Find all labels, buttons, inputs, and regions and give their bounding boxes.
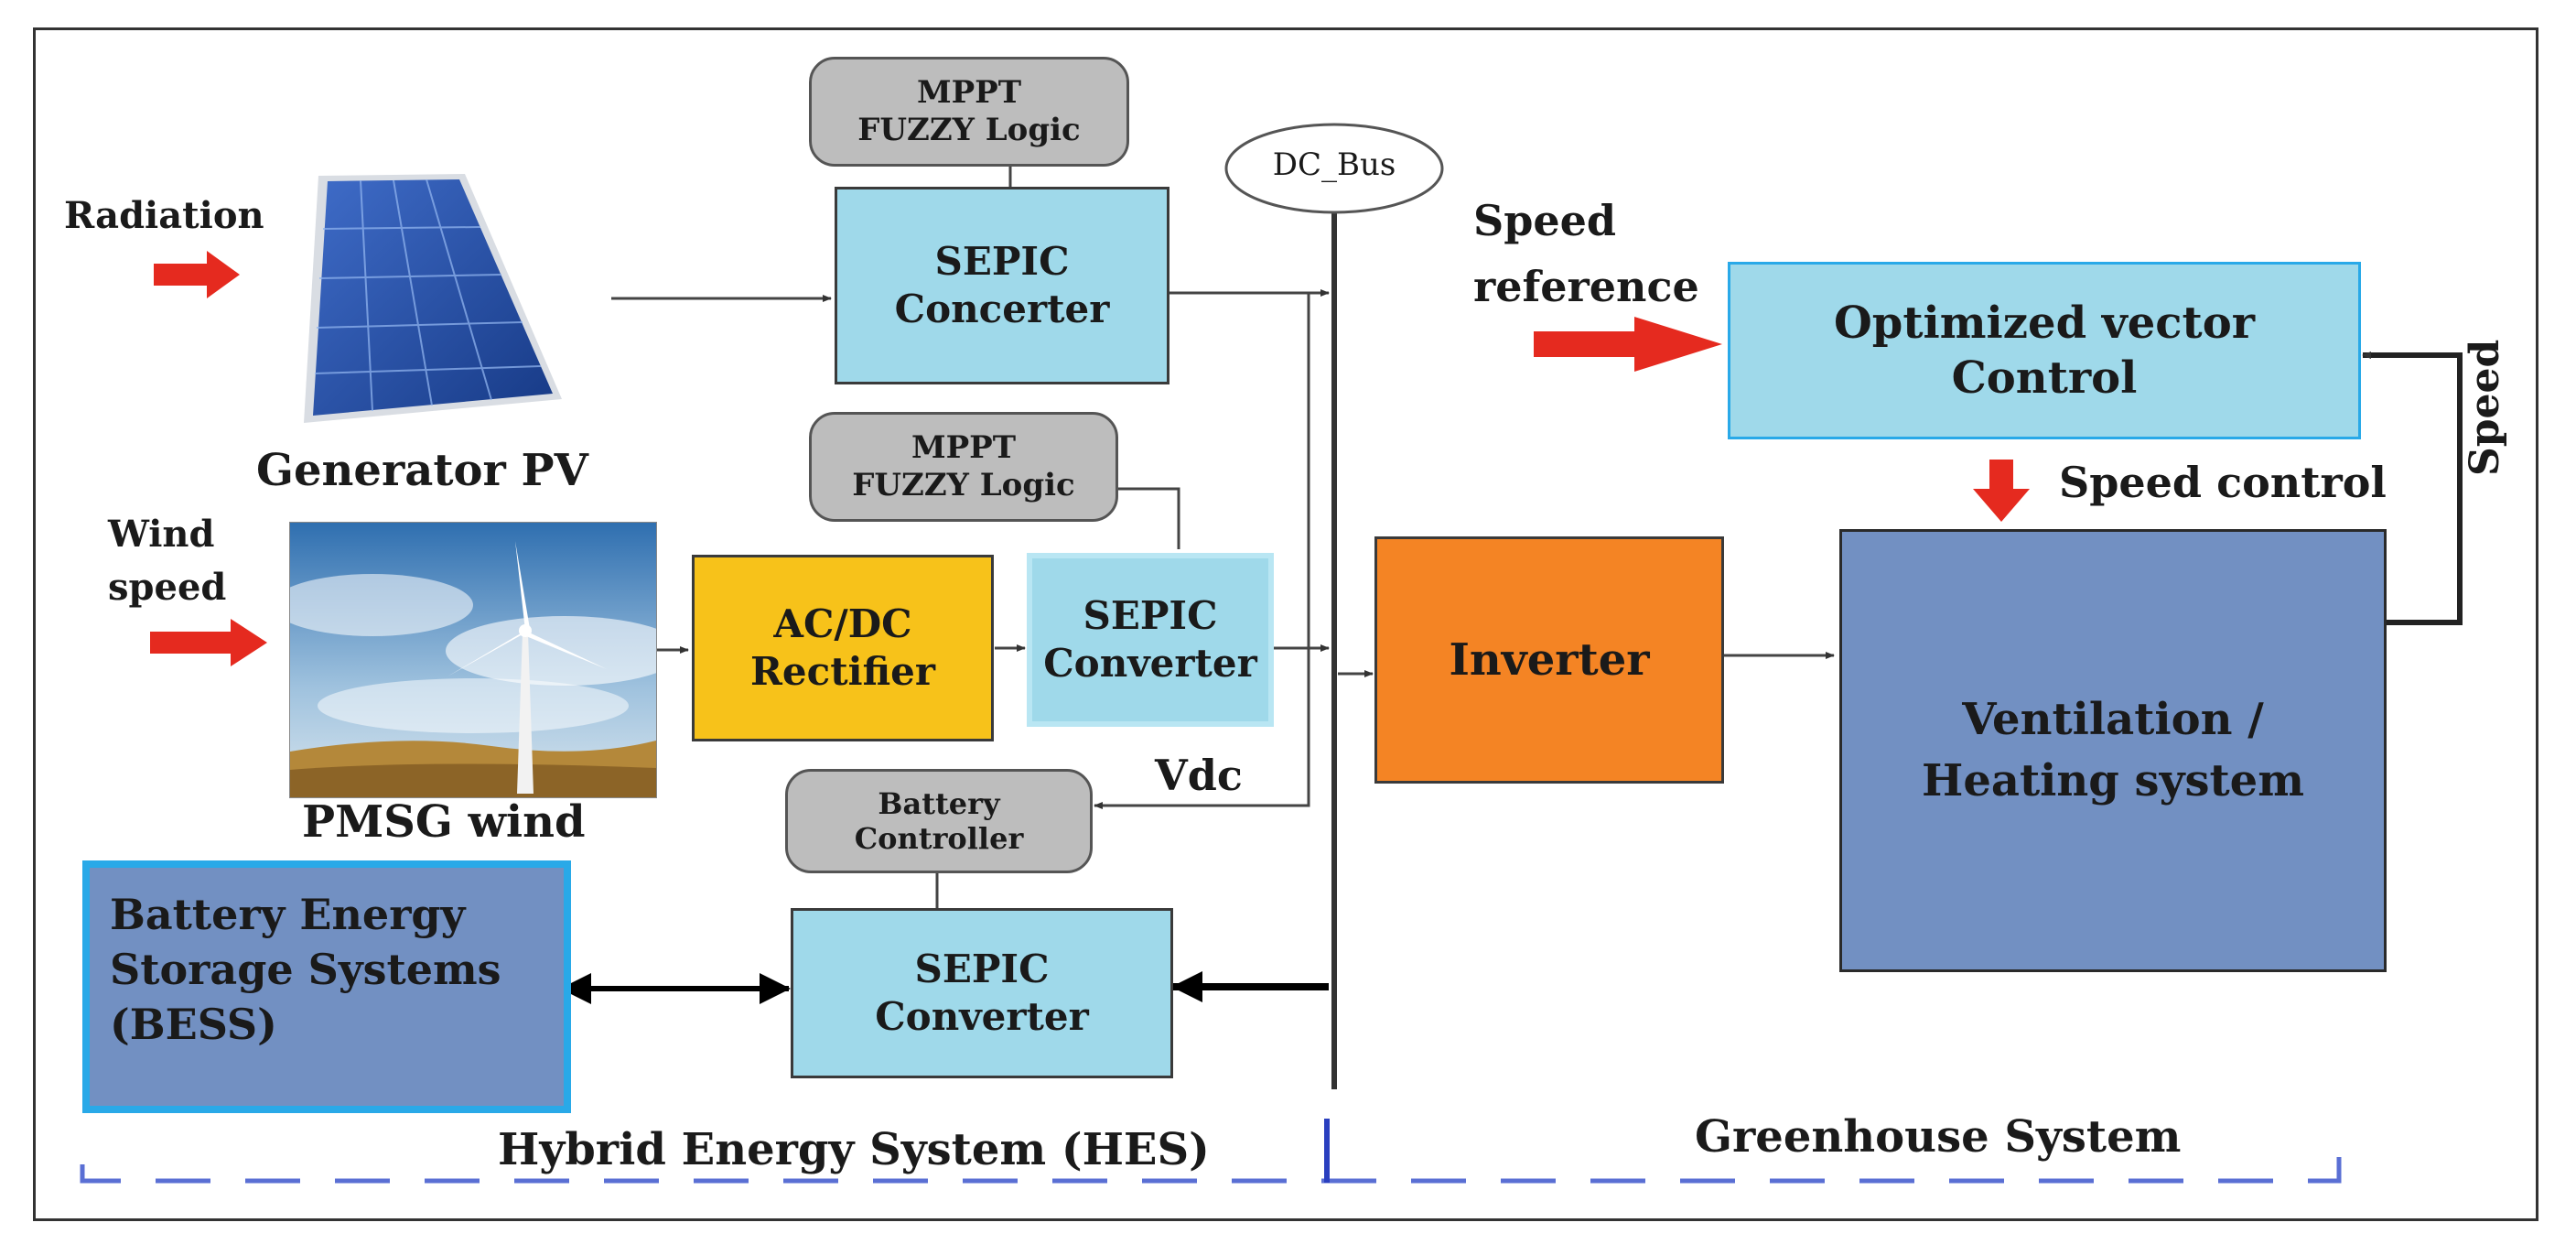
radiation-label: Radiation [64, 194, 264, 237]
bess-line3: (BESS) [110, 999, 277, 1049]
bess-line1: Battery Energy [110, 890, 466, 939]
mppt2-line2: FUZZY Logic [852, 467, 1075, 503]
speed-control-label: Speed control [2059, 458, 2387, 507]
dc-bus-label: DC_Bus [1272, 146, 1396, 183]
bess-block: Battery Energy Storage Systems (BESS) [82, 860, 571, 1113]
solar-panel-icon [304, 174, 562, 423]
wind-turbine-image [289, 522, 657, 798]
sepic2-line2: Converter [1043, 641, 1257, 686]
inverter-block: Inverter [1374, 536, 1724, 784]
hes-section-label: Hybrid Energy System (HES) [498, 1124, 1210, 1175]
sepic-converter-pv: SEPIC Concerter [835, 187, 1169, 384]
generator-pv-label: Generator PV [256, 445, 588, 496]
sepic-converter-battery: SEPIC Converter [791, 908, 1173, 1078]
rectifier-line1: AC/DC [773, 600, 912, 646]
ac-dc-rectifier-block: AC/DC Rectifier [692, 555, 994, 741]
mppt-fuzzy-logic-block-2: MPPT FUZZY Logic [809, 412, 1118, 522]
sepic3-line1: SEPIC [914, 946, 1050, 991]
mppt1-line2: FUZZY Logic [857, 112, 1081, 148]
wind-label: Wind [108, 513, 215, 556]
mppt2-line1: MPPT [911, 429, 1017, 467]
rectifier-line2: Rectifier [750, 649, 935, 694]
greenhouse-section-label: Greenhouse System [1695, 1111, 2182, 1163]
vector-ctrl-line2: Control [1951, 352, 2138, 404]
sepic1-line1: SEPIC [934, 238, 1070, 284]
sepic-converter-wind: SEPIC Converter [1027, 553, 1274, 727]
vdc-label: Vdc [1155, 751, 1243, 800]
battery-controller-block: Battery Controller [785, 769, 1093, 873]
vent-line2: Heating system [1921, 755, 2304, 806]
bess-line2: Storage Systems [110, 944, 501, 994]
speed-ref-line1: Speed [1473, 196, 1617, 245]
battery-ctrl-line2: Controller [854, 821, 1024, 856]
pmsg-wind-label: PMSG wind [302, 796, 586, 848]
speed-label-rotated: Speed [2462, 339, 2508, 476]
ventilation-heating-block: Ventilation / Heating system [1839, 529, 2387, 972]
sepic2-line1: SEPIC [1083, 592, 1218, 638]
mppt1-line1: MPPT [916, 74, 1022, 112]
diagram-frame [33, 27, 2538, 1221]
sepic1-line2: Concerter [894, 287, 1110, 331]
sepic3-line2: Converter [875, 994, 1089, 1039]
vector-ctrl-line1: Optimized vector [1833, 298, 2255, 349]
speed-ref-line2: reference [1473, 262, 1699, 311]
mppt-fuzzy-logic-block-1: MPPT FUZZY Logic [809, 57, 1129, 167]
speed-label: speed [108, 566, 227, 609]
vent-line1: Ventilation / [1962, 693, 2264, 745]
optimized-vector-control-block: Optimized vector Control [1728, 262, 2361, 439]
battery-ctrl-line1: Battery [878, 785, 1000, 821]
